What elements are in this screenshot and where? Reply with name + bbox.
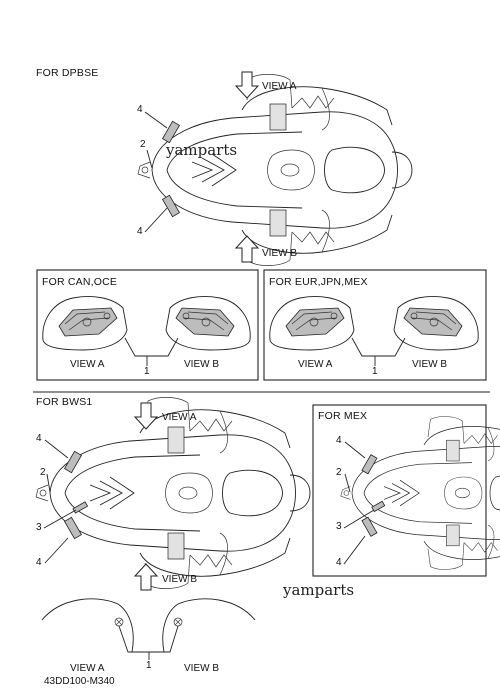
dpbse-callout-2: 2 <box>140 139 146 150</box>
dpbse-callout-4-bottom: 4 <box>137 226 143 237</box>
bws1-callout-4-bottom: 4 <box>36 557 42 568</box>
bws1-bottom-callout-1: 1 <box>146 660 152 671</box>
bws1-callout-4-top: 4 <box>36 433 42 444</box>
bws1-callout-2: 2 <box>40 467 46 478</box>
eur-jpn-mex-box <box>263 269 487 381</box>
diagram-code: 43DD100-M340 <box>44 676 115 687</box>
bws1-callout-3: 3 <box>36 522 42 533</box>
dpbse-title: FOR DPBSE <box>36 67 99 79</box>
mex-box <box>312 404 487 577</box>
watermark-bottom: yamparts <box>283 581 355 599</box>
can-oce-view-b-label: VIEW B <box>184 359 220 370</box>
dpbse-view-a-label: VIEW A <box>262 81 297 92</box>
can-oce-callout-1: 1 <box>144 366 150 377</box>
bws1-view-a-label: VIEW A <box>162 412 197 423</box>
mex-title: FOR MEX <box>318 410 368 422</box>
eur-jpn-mex-view-b-label: VIEW B <box>412 359 448 370</box>
eur-jpn-mex-callout-1: 1 <box>372 366 378 377</box>
bws1-bottom-views <box>41 598 256 660</box>
watermark-top: yamparts <box>166 141 238 159</box>
eur-jpn-mex-title: FOR EUR,JPN,MEX <box>269 276 368 288</box>
mex-callout-2: 2 <box>336 467 342 478</box>
bws1-title: FOR BWS1 <box>36 396 93 408</box>
bws1-bottom-view-b-label: VIEW B <box>184 663 220 674</box>
eur-jpn-mex-view-a-label: VIEW A <box>298 359 333 370</box>
bws1-bottom-view-a-label: VIEW A <box>70 663 105 674</box>
mex-callout-3: 3 <box>336 521 342 532</box>
can-oce-box <box>36 269 259 381</box>
bws1-view-a-arrow <box>134 402 158 430</box>
bws1-view-b-arrow <box>134 563 158 591</box>
bws1-scooter-view <box>35 396 311 590</box>
mex-scooter-view <box>340 416 500 570</box>
bws1-view-b-label: VIEW B <box>162 574 198 585</box>
dpbse-scooter-view <box>137 73 413 267</box>
can-oce-view-a-label: VIEW A <box>70 359 105 370</box>
mex-callout-4-bottom: 4 <box>336 557 342 568</box>
can-oce-title: FOR CAN,OCE <box>42 276 118 288</box>
mex-callout-4-top: 4 <box>336 435 342 446</box>
view-b-arrow <box>235 235 259 263</box>
dpbse-callout-4-top: 4 <box>137 104 143 115</box>
dpbse-view-b-label: VIEW B <box>262 248 298 259</box>
